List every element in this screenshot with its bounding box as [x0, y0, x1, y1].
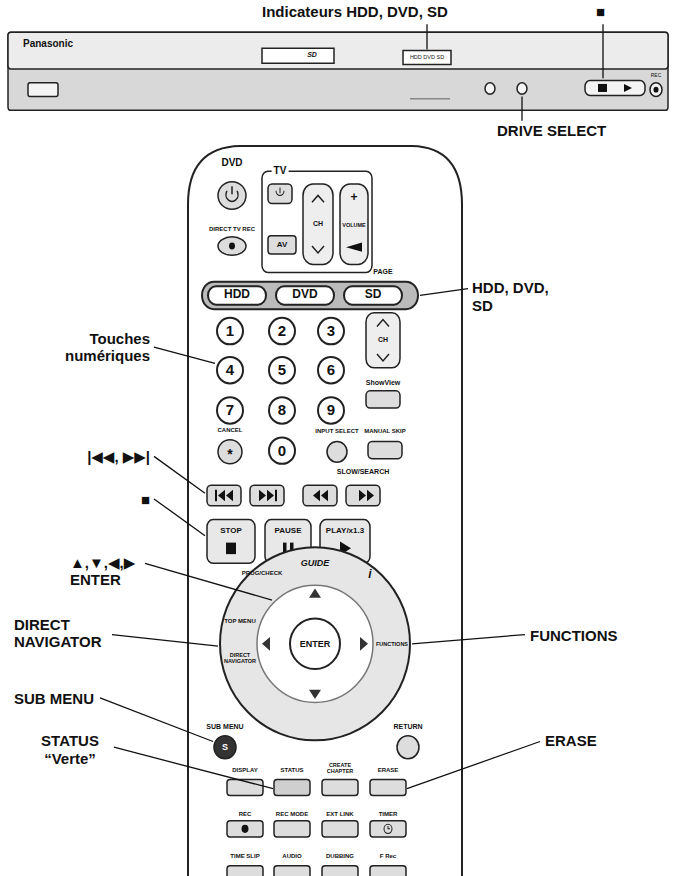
button-label: VOLUME — [342, 222, 366, 228]
button-label: REC MODE — [276, 810, 308, 817]
button-label: CH — [378, 336, 388, 344]
button-label: + — [350, 191, 357, 205]
button-label: TV — [272, 166, 289, 178]
button-label: DIRECT TV REC — [209, 225, 255, 232]
button-label: 6 — [327, 362, 335, 379]
button-label: AUDIO — [282, 853, 301, 860]
button-label: 2 — [278, 322, 286, 339]
button-label: Panasonic — [23, 38, 73, 50]
remote-control — [188, 146, 462, 876]
button-label: TOP MENU — [224, 617, 255, 624]
button-label: EXT LINK — [326, 810, 353, 817]
button-label: 4 — [226, 362, 234, 379]
button-label: CANCEL — [218, 426, 243, 433]
button-label: ShowView — [366, 379, 401, 387]
button-label: 0 — [278, 442, 286, 459]
callout-label: FUNCTIONS — [530, 627, 618, 644]
button-label: SD — [307, 51, 317, 59]
button-label: DIRECT NAVIGATOR — [223, 651, 257, 664]
callout-label: DRIVE SELECT — [497, 122, 606, 139]
callout-label: ■ — [141, 491, 150, 508]
button-label: REC — [239, 810, 252, 817]
button-label: HDD — [224, 289, 250, 303]
button-label: AV — [277, 240, 288, 249]
button-label: F Rec — [380, 853, 396, 860]
button-label: TIMER — [379, 810, 398, 817]
button-label: RETURN — [393, 723, 422, 731]
button-label: CH — [313, 220, 323, 228]
button-label: DVD — [292, 289, 317, 303]
callout-label: |◀◀, ▶▶| — [87, 448, 150, 465]
button-label: ERASE — [378, 767, 399, 774]
button-label: 7 — [226, 402, 234, 419]
callout-label: ERASE — [545, 732, 597, 749]
button-label: STOP — [220, 527, 242, 536]
button-label: SUB MENU — [206, 723, 243, 731]
button-label: CREATE CHAPTER — [322, 762, 358, 775]
button-label: INPUT SELECT — [315, 428, 358, 435]
button-label: TIME SLIP — [230, 853, 259, 860]
button-label: * — [227, 446, 232, 462]
button-label: ENTER — [300, 639, 331, 649]
button-label: SD — [365, 289, 382, 303]
button-label: DISPLAY — [232, 767, 257, 774]
button-label: 3 — [327, 322, 335, 339]
button-label: 8 — [278, 402, 286, 419]
button-label: PLAY/x1.3 — [326, 527, 364, 536]
callout-label: Touches numériques — [40, 330, 150, 365]
button-label: PAGE — [373, 268, 392, 276]
button-label: i — [368, 568, 371, 582]
button-label: STATUS — [280, 767, 303, 774]
callout-label: STATUS “Verte” — [28, 732, 112, 767]
callout-label: SUB MENU — [14, 690, 94, 707]
button-label: SLOW/SEARCH — [337, 468, 390, 476]
button-label: HDD DVD SD — [410, 54, 444, 60]
button-label: PROG/CHECK — [242, 569, 283, 576]
button-label: MANUAL SKIP — [364, 428, 406, 435]
button-label: PAUSE — [275, 527, 302, 536]
callout-label: ■ — [596, 3, 605, 20]
button-label: 5 — [278, 362, 286, 379]
recorder-unit — [8, 32, 668, 110]
callout-label: HDD, DVD, SD — [472, 279, 552, 314]
callout-label: Indicateurs HDD, DVD, SD — [262, 3, 448, 20]
button-label: DUBBING — [326, 853, 354, 860]
button-label: 1 — [226, 322, 234, 339]
button-label: FUNCTIONS — [376, 641, 408, 647]
button-label: S — [222, 742, 228, 752]
button-label: 9 — [327, 402, 335, 419]
button-label: GUIDE — [301, 558, 330, 568]
callout-label: DIRECT NAVIGATOR — [14, 616, 124, 651]
callout-label: ▲,▼,◀,▶ ENTER — [70, 554, 155, 589]
button-label: REC — [651, 73, 662, 79]
button-label: DVD — [221, 157, 242, 169]
